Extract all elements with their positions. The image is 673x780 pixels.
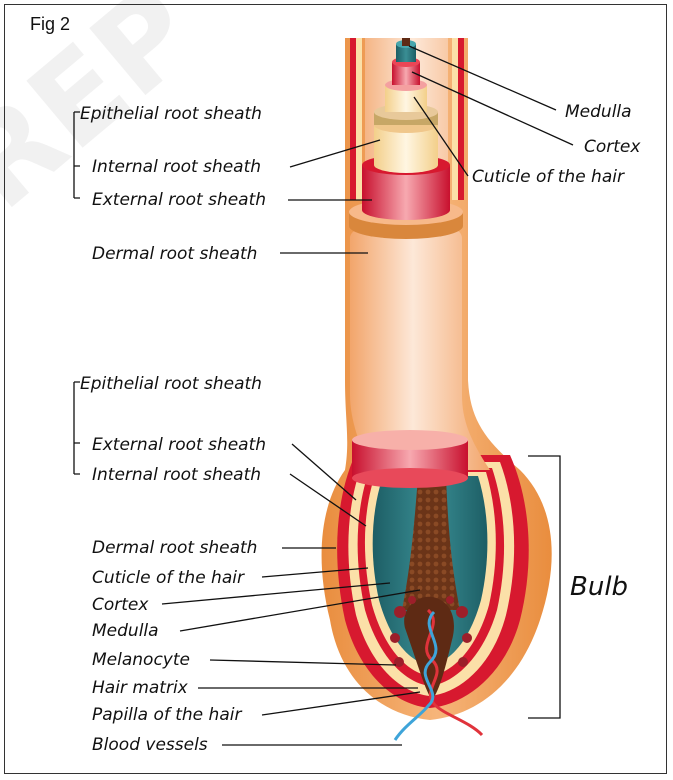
shaft-left-stripes-cream [356, 38, 362, 200]
top-label-epithelial: Epithelial root sheath [80, 104, 262, 124]
top-label-external: External root sheath [92, 190, 266, 210]
shaft-right-stripes-cream [452, 38, 458, 200]
bottom-label-medulla: Medulla [92, 621, 159, 641]
bottom-label-external: External root sheath [92, 435, 266, 455]
bottom-label-epithelial: Epithelial root sheath [80, 374, 262, 394]
shaft-right-stripes [458, 38, 464, 200]
top-label-internal: Internal root sheath [92, 157, 261, 177]
bottom-label-internal: Internal root sheath [92, 465, 261, 485]
bottom-label-cuticle: Cuticle of the hair [92, 568, 245, 588]
bottom-label-hair-matrix: Hair matrix [92, 678, 189, 698]
shaft-left-stripes [350, 38, 356, 200]
internal-root-sheath-bottom [374, 157, 438, 173]
top-label-medulla: Medulla [565, 102, 632, 122]
top-label-cuticle: Cuticle of the hair [472, 167, 625, 187]
medulla-core [402, 38, 410, 46]
external-root-sheath-bottom [362, 200, 450, 220]
top-label-cortex: Cortex [584, 137, 641, 157]
bottom-bracket [74, 382, 80, 474]
bulb-top-band-bottom [352, 468, 468, 488]
bottom-label-melanocyte: Melanocyte [92, 650, 190, 670]
top-label-dermal: Dermal root sheath [92, 244, 257, 264]
bottom-label-blood-vessels: Blood vessels [92, 735, 208, 755]
bulb-label: Bulb [570, 572, 628, 602]
bottom-label-dermal: Dermal root sheath [92, 538, 257, 558]
bulb-top-band-top [352, 430, 468, 450]
bottom-label-papilla: Papilla of the hair [92, 705, 242, 725]
bottom-label-cortex: Cortex [92, 595, 149, 615]
